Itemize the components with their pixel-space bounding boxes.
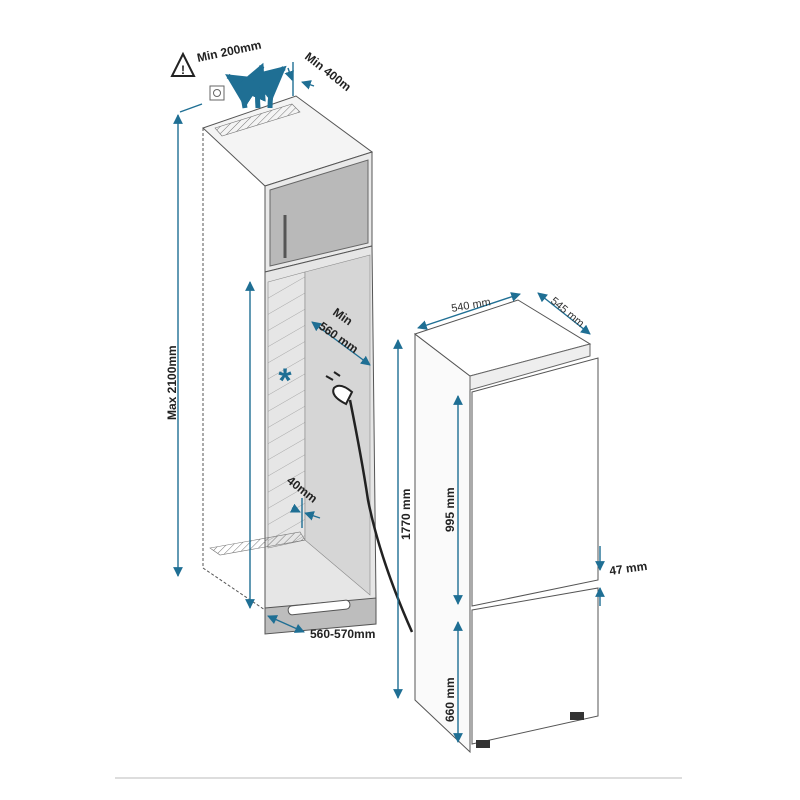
vent-arrow-b [301,80,315,90]
bottom-vent [209,531,306,556]
upper-cabinet-door [269,159,369,267]
foot-left [476,740,490,748]
max-height-ext [179,103,203,113]
cabinet-side-outline [202,128,266,611]
niche-width-label: 560-570mm [310,627,375,641]
width-dimension [417,292,521,330]
asterisk-icon: * [278,362,292,400]
vent-arrow-a [284,67,294,81]
min-vent-depth-label: Min 400m [302,49,354,94]
top-vent [214,103,301,137]
fridge-door-label: 995 mm [443,487,457,532]
height-label: 1770 mm [399,489,413,540]
niche-width-dimension [267,615,305,633]
svg-text:!: ! [181,63,185,77]
max-height-label: Max 2100mm [165,345,179,420]
airflow-arrows-icon [225,62,287,109]
power-plug-icon [325,371,354,406]
gap-label: 47 mm [608,559,648,578]
depth-dimension [537,292,591,335]
foot-right [570,712,584,720]
rear-gap-arrow-a [289,503,301,513]
warning-icon: ! [170,51,196,77]
rear-gap-arrow-b [304,511,321,521]
niche-side-wall [267,271,306,549]
plinth-vent-slot [287,599,351,616]
freezer-door [471,587,599,745]
min-depth-dimension [311,321,371,366]
socket-icon [209,85,225,101]
fridge-door [471,357,599,607]
min-top-clearance-label: Min 200mm [196,38,263,65]
appliance-top-rail [469,343,591,391]
freezer-door-label: 660 mm [443,677,457,722]
